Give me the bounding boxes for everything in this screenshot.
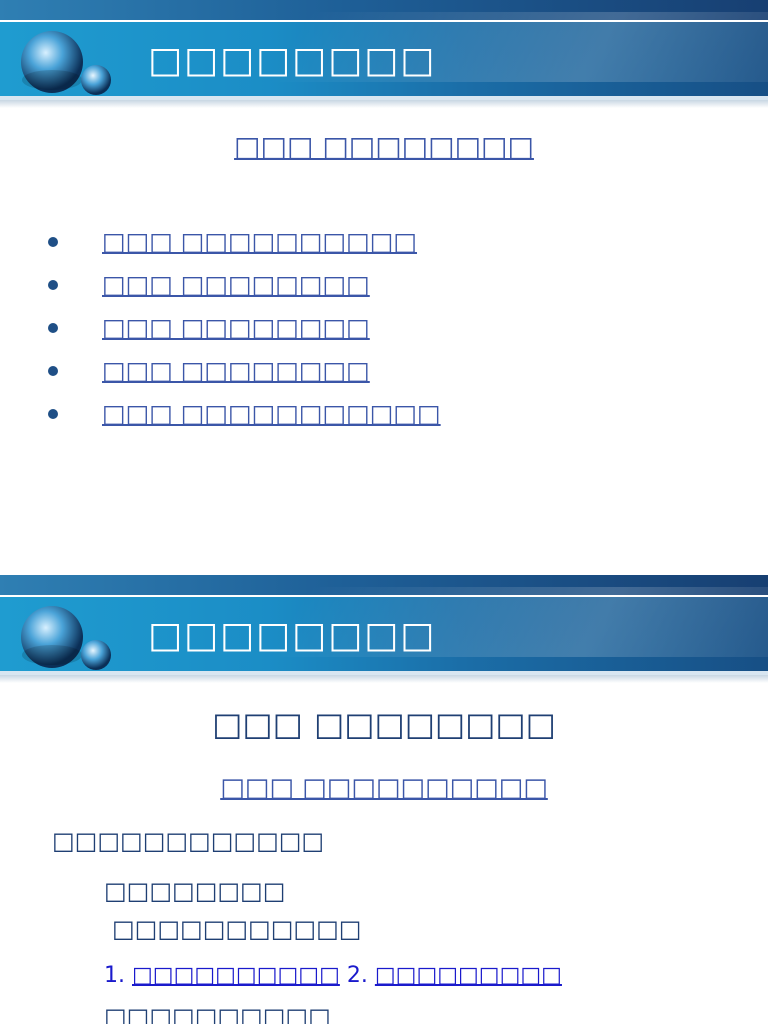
section-link-1[interactable]: □□□ □□□□□□□□□□ bbox=[102, 227, 418, 256]
globe-logo-icon bbox=[21, 606, 111, 670]
section-link-5[interactable]: □□□ □□□□□□□□□□□ bbox=[102, 399, 441, 428]
top-bar bbox=[0, 0, 768, 22]
numbered-text-2: □□□□□□□□□ bbox=[374, 963, 562, 988]
list-item: □□□ □□□□□□□□ bbox=[48, 263, 441, 306]
section-link-2[interactable]: □□□ □□□□□□□□ bbox=[102, 270, 370, 299]
section-title: □□□ □□□□□□□□ bbox=[212, 705, 556, 743]
header-title: □□□□□□□□ bbox=[148, 40, 437, 81]
bullet-icon bbox=[48, 322, 58, 333]
section-link[interactable]: □□□ □□□□□□□□□□ bbox=[220, 773, 548, 803]
header-underline bbox=[0, 671, 768, 675]
chapter-link[interactable]: □□□ □□□□□□□□ bbox=[234, 130, 534, 163]
top-bar-line bbox=[0, 595, 768, 597]
body-line-3: □□□□□□□□□□ bbox=[104, 1003, 331, 1024]
bullet-icon bbox=[48, 365, 58, 376]
number-1: 1. bbox=[104, 963, 125, 988]
header-banner bbox=[0, 12, 768, 100]
header-shadow bbox=[0, 675, 768, 683]
list-item: □□□ □□□□□□□□□□ bbox=[48, 220, 441, 263]
list-item: □□□ □□□□□□□□□□□ bbox=[48, 392, 441, 435]
header-underline bbox=[0, 96, 768, 100]
slide-2: □□□□□□□□ □□□ □□□□□□□□ □□□ □□□□□□□□□□ □□□… bbox=[0, 575, 768, 1024]
bold-heading: □□□□□□□□□□□□ bbox=[52, 827, 325, 855]
list-item: □□□ □□□□□□□□ bbox=[48, 349, 441, 392]
body-line-1: □□□□□□□□ bbox=[104, 877, 286, 905]
body-line-2: □□□□□□□□□□□ bbox=[112, 915, 362, 943]
bullet-icon bbox=[48, 279, 58, 290]
bullet-icon bbox=[48, 408, 58, 419]
section-list: □□□ □□□□□□□□□□ □□□ □□□□□□□□ □□□ □□□□□□□□… bbox=[48, 220, 441, 435]
top-bar-line bbox=[0, 20, 768, 22]
section-link-3[interactable]: □□□ □□□□□□□□ bbox=[102, 313, 370, 342]
list-item: □□□ □□□□□□□□ bbox=[48, 306, 441, 349]
numbered-text-1: □□□□□□□□□□ bbox=[132, 963, 340, 988]
header-banner bbox=[0, 587, 768, 675]
header-shadow bbox=[0, 100, 768, 108]
numbered-line: 1. □□□□□□□□□□ 2. □□□□□□□□□ bbox=[104, 963, 562, 988]
top-bar bbox=[0, 575, 768, 597]
section-link-4[interactable]: □□□ □□□□□□□□ bbox=[102, 356, 370, 385]
header-title: □□□□□□□□ bbox=[148, 615, 437, 656]
bullet-icon bbox=[48, 236, 58, 247]
slide-1: □□□□□□□□ □□□ □□□□□□□□ □□□ □□□□□□□□□□ □□□… bbox=[0, 0, 768, 435]
number-2: 2. bbox=[346, 963, 368, 988]
globe-logo-icon bbox=[21, 31, 111, 95]
